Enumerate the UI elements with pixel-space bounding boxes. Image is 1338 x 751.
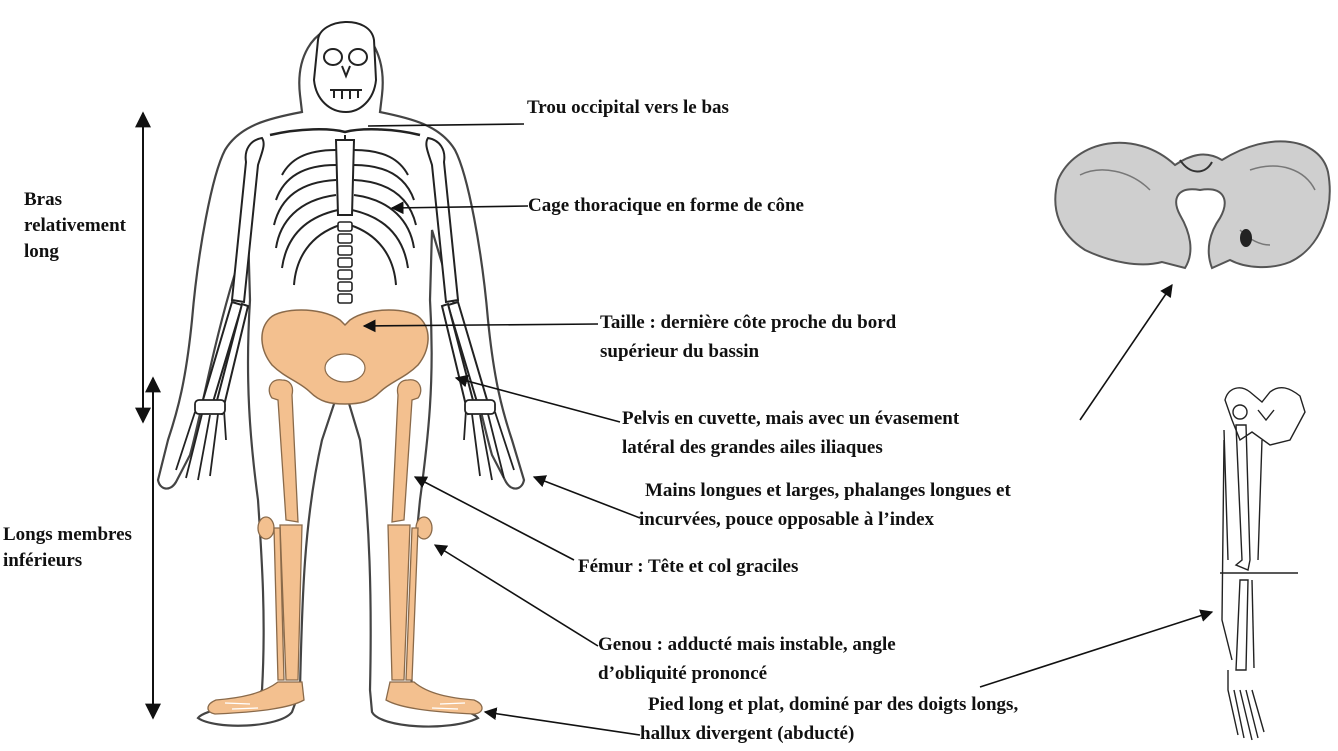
foot-bones [208,682,482,714]
pelvis-label-line-2: latéral des grandes ailes iliaques [622,436,959,459]
pelvis-label-line-1: Pelvis en cuvette, mais avec un évasemen… [622,407,959,430]
foot-label-line-1: Pied long et plat, dominé par des doigts… [648,693,1018,716]
arm-label-line-3: long [24,239,126,265]
waist-label-line-2: supérieur du bassin [600,340,896,363]
spine [338,222,352,303]
thorax-label: Cage thoracique en forme de cône [528,194,804,217]
knee-label-line-1: Genou : adducté mais instable, angle [598,633,896,656]
arm-label-line-2: relativement [24,213,126,239]
hands-label: Mains longues et larges, phalanges longu… [645,479,1011,531]
femur-label: Fémur : Tête et col graciles [578,555,798,578]
clavicles [270,129,420,135]
hands-label-line-1: Mains longues et larges, phalanges longu… [645,479,1011,502]
leg-bones [274,525,418,680]
waist-label: Taille : dernière côte proche du bord su… [600,311,896,363]
waist-label-line-1: Taille : dernière côte proche du bord [600,311,896,334]
knee-label: Genou : adducté mais instable, angle d’o… [598,633,896,685]
pelvis-label: Pelvis en cuvette, mais avec un évasemen… [622,407,959,459]
fossil-pelvis-image [1055,141,1329,268]
leg-label-line-2: inférieurs [3,548,132,574]
foot-label: Pied long et plat, dominé par des doigts… [648,693,1018,745]
occipital-label: Trou occipital vers le bas [527,96,729,119]
hand-bones [176,400,514,480]
knee-label-line-2: d’obliquité prononcé [598,662,896,685]
foot-label-line-2: hallux divergent (abducté) [640,722,1010,745]
leg-length-label: Longs membres inférieurs [3,522,132,574]
leg-label-line-1: Longs membres [3,522,132,548]
arm-length-label: Bras relativement long [24,187,126,265]
arm-label-line-1: Bras [24,187,126,213]
hands-label-line-2: incurvées, pouce opposable à l’index [639,508,1005,531]
leg-sketch-image [1220,388,1305,740]
skull [314,22,376,112]
